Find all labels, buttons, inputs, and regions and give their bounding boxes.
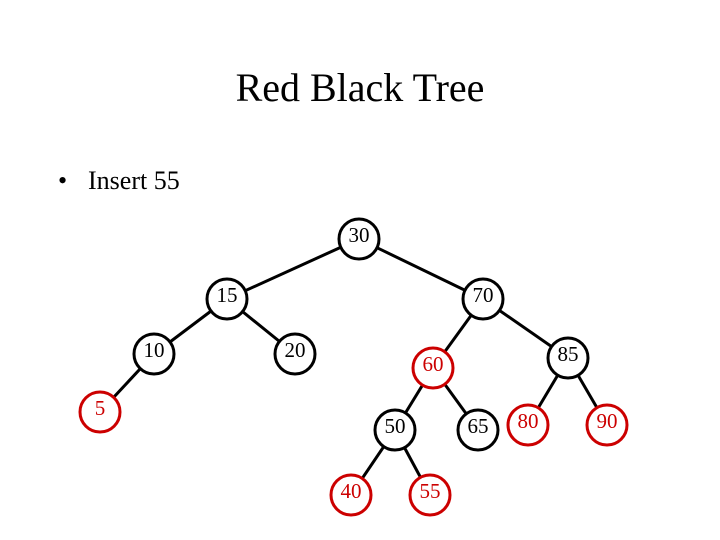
tree-edge-30-15 <box>226 237 360 301</box>
tree-node-circle <box>461 277 505 321</box>
tree-edge-30-70 <box>358 237 484 301</box>
tree-node-65: 65 <box>456 408 500 452</box>
tree-node-label: 85 <box>558 342 579 366</box>
tree-node-circle <box>506 403 550 447</box>
tree-node-label: 20 <box>285 338 306 362</box>
tree-node-15: 15 <box>205 277 249 321</box>
tree-node-55: 55 <box>408 473 452 517</box>
bullet-text: Insert 55 <box>88 166 180 195</box>
tree-node-circle <box>337 217 381 261</box>
tree-node-label: 10 <box>144 338 165 362</box>
tree-node-circle <box>329 473 373 517</box>
tree-node-label: 50 <box>385 414 406 438</box>
tree-node-label: 55 <box>420 479 441 503</box>
tree-node-label: 30 <box>349 223 370 247</box>
tree-node-circle <box>205 277 249 321</box>
tree-edges <box>98 237 609 496</box>
tree-node-10: 10 <box>132 332 176 376</box>
tree-node-80: 80 <box>506 403 550 447</box>
tree-node-circle <box>373 408 417 452</box>
tree-node-circle <box>456 408 500 452</box>
tree-node-label: 65 <box>468 414 489 438</box>
tree-node-label: 70 <box>473 283 494 307</box>
tree-node-label: 40 <box>341 479 362 503</box>
tree-node-30: 30 <box>337 217 381 261</box>
tree-node-circle <box>585 403 629 447</box>
tree-node-circle <box>78 390 122 434</box>
tree-nodes: 30 15 70 10 20 5 60 85 50 65 80 90 40 55 <box>78 217 629 517</box>
tree-node-50: 50 <box>373 408 417 452</box>
tree-node-60: 60 <box>411 346 455 390</box>
tree-node-circle <box>408 473 452 517</box>
bullet-item: • Insert 55 <box>58 168 180 194</box>
tree-node-40: 40 <box>329 473 373 517</box>
tree-node-5: 5 <box>78 390 122 434</box>
tree-node-label: 90 <box>597 409 618 433</box>
tree-node-label: 15 <box>217 283 238 307</box>
tree-node-label: 80 <box>518 409 539 433</box>
tree-node-circle <box>546 336 590 380</box>
tree-node-85: 85 <box>546 336 590 380</box>
bullet-icon: • <box>58 166 68 195</box>
slide-title: Red Black Tree <box>235 65 485 110</box>
tree-node-90: 90 <box>585 403 629 447</box>
tree-node-20: 20 <box>273 332 317 376</box>
tree-node-label: 5 <box>95 396 106 420</box>
tree-node-label: 60 <box>423 352 444 376</box>
tree-node-circle <box>132 332 176 376</box>
tree-node-circle <box>273 332 317 376</box>
tree-node-70: 70 <box>461 277 505 321</box>
tree-node-circle <box>411 346 455 390</box>
